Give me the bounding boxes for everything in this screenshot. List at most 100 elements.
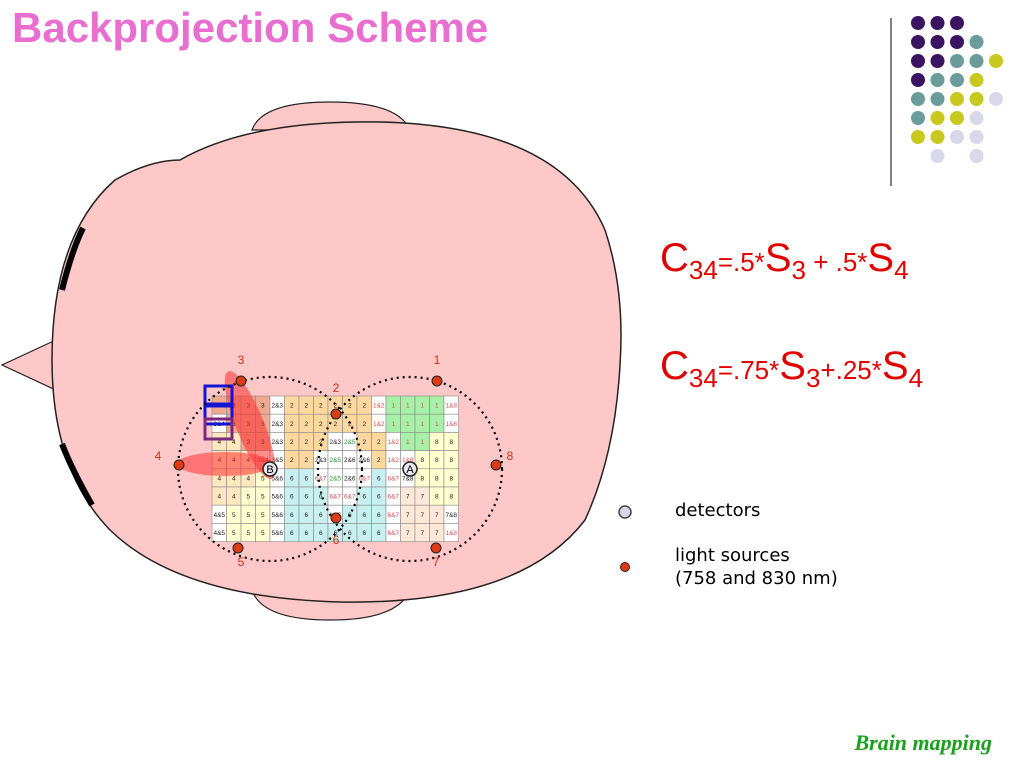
grid-cell-label: 5 — [261, 512, 265, 519]
grid-cell-label: 7 — [420, 530, 424, 537]
grid-cell-label: 7 — [406, 494, 410, 501]
detector-b — [262, 461, 278, 477]
detectors-group: AB — [262, 461, 418, 477]
grid-cell-label: 6 — [319, 512, 323, 519]
grid-cell-label: 4 — [232, 475, 236, 482]
formula2-s2-sub: 4 — [908, 363, 924, 393]
decorative-dot — [911, 35, 925, 49]
decorative-dot — [911, 130, 925, 144]
grid-cell-label: 1&8 — [445, 421, 457, 428]
grid-cell-label: 7 — [435, 512, 439, 519]
grid-cell-label: 1 — [420, 403, 424, 410]
grid-cell-label: 1 — [406, 421, 410, 428]
grid-cell-label: 4 — [246, 475, 250, 482]
light-source-4 — [173, 459, 185, 471]
grid-cell — [443, 523, 459, 542]
formula-equal-weights: C34=.5*S3 + .5*S4 — [660, 236, 909, 286]
decorative-dot — [989, 54, 1003, 68]
light-source-label: 5 — [238, 555, 245, 569]
head-strap-bottom — [59, 442, 95, 507]
legend-sources-label: light sources — [675, 545, 790, 566]
light-source-6 — [330, 512, 342, 524]
decorative-dot — [969, 35, 984, 49]
formula2-coef2: +.25* — [820, 355, 882, 385]
light-source-label: 4 — [155, 449, 162, 463]
light-source-3 — [235, 375, 247, 387]
grid-cell-label: 4&5 — [213, 512, 225, 519]
grid-cell-label: 1 — [391, 421, 395, 428]
grid-cell-label: 8 — [449, 457, 453, 464]
decorative-dot — [911, 54, 925, 68]
formula2-s2: S — [881, 344, 909, 388]
sensitivity-region-4 — [177, 452, 273, 476]
grid-cell-label: 6 — [362, 494, 366, 501]
grid-cell-label: 7 — [406, 530, 410, 537]
grid-cell-label: 6&7 — [329, 494, 341, 501]
decorative-dot — [930, 54, 945, 68]
grid-cell-label: 2 — [362, 439, 366, 446]
grid-cell-label: 8 — [435, 439, 439, 446]
grid-cell-label: 4 — [232, 494, 236, 501]
grid-cell-label: 2 — [304, 403, 308, 410]
detector-a — [402, 461, 418, 477]
detector-label: A — [406, 464, 414, 476]
grid-cell-label: 5&6 — [271, 512, 283, 519]
grid-cell-label: 5 — [246, 512, 250, 519]
grid-cell-label: 7&8 — [402, 475, 414, 482]
decorative-dot — [969, 130, 984, 144]
grid-cell-label: 1 — [406, 403, 410, 410]
formula2-coef1: =.75* — [717, 355, 780, 385]
highlight-box-blue-2 — [203, 402, 234, 426]
decorative-dot — [950, 16, 964, 30]
formula2-c-sub: 34 — [688, 363, 718, 393]
page-title: Backprojection Scheme — [12, 4, 489, 51]
grid-cell-label: 2&6 — [344, 475, 356, 482]
grid-cell-label: 1 — [435, 403, 439, 410]
grid-cell-label: 2 — [362, 421, 366, 428]
grid-cell-label: 6 — [304, 475, 308, 482]
grid-cell-label: 2&3 — [271, 439, 283, 446]
head-outline — [0, 101, 622, 621]
grid-cell-label: 2&5 — [329, 457, 341, 464]
decorative-dot — [969, 111, 984, 125]
grid-cell-label: 3 — [232, 421, 236, 428]
decorative-dot — [930, 35, 945, 49]
grid-cell-label: 6 — [304, 512, 308, 519]
grid-cell-label: 8 — [420, 457, 424, 464]
legend-sources-wavelengths: (758 and 830 nm) — [675, 568, 838, 589]
grid-cell-label: 2 — [333, 403, 337, 410]
grid-cell-label: 8 — [435, 457, 439, 464]
grid-cell-label: 6 — [362, 512, 366, 519]
grid-cell-label: 1&2 — [373, 403, 385, 410]
grid-cell-label: 8 — [420, 475, 424, 482]
head-strap-top — [59, 226, 86, 291]
grid-cell-label: 6 — [348, 530, 352, 537]
light-sources: 1 2 3 4 5 6 7 8 — [155, 353, 514, 569]
grid-cell-label: 2&3 — [315, 457, 327, 464]
light-source-2 — [330, 408, 342, 420]
formula1-coef1: =.5* — [717, 247, 765, 277]
grid-cell-label: 2 — [290, 457, 294, 464]
grid-cell-label: 1 — [391, 403, 395, 410]
decorative-dot — [930, 73, 945, 87]
grid-cell-label: 1 — [420, 421, 424, 428]
grid-cell-label: 5 — [246, 494, 250, 501]
grid-cell-label: 2&6 — [344, 457, 356, 464]
grid-cell-label: 3&5 — [271, 457, 283, 464]
grid-cell-label: 2 — [290, 421, 294, 428]
decorative-dot — [911, 16, 925, 30]
grid-cell-label: 6 — [377, 494, 381, 501]
grid-cell-label: 4 — [232, 439, 236, 446]
grid-cell-label: 5&6 — [271, 475, 283, 482]
grid-cell-label: 5 — [261, 475, 265, 482]
grid-cell-label: 8 — [435, 475, 439, 482]
light-source-label: 8 — [507, 449, 514, 463]
grid-cell-label: 2 — [304, 421, 308, 428]
grid-cell-label: 8 — [449, 494, 453, 501]
formula2-s1-sub: 3 — [805, 363, 821, 393]
formula2-c: C — [660, 344, 689, 388]
footer-brain-mapping: Brain mapping — [854, 730, 992, 755]
grid-cell-label: 8 — [449, 439, 453, 446]
formula1-s1: S — [764, 236, 792, 280]
grid-cell-label: 5 — [261, 530, 265, 537]
